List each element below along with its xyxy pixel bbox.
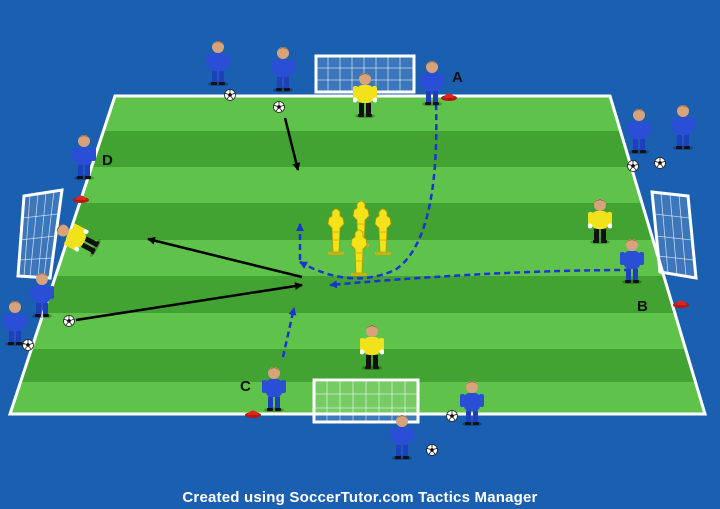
goal-icon: [312, 378, 420, 424]
goal-icon: [650, 190, 698, 280]
cone-icon: [673, 300, 689, 308]
player-icon: [420, 61, 444, 106]
pass-arrow: [283, 117, 301, 171]
player-icon: [3, 301, 27, 346]
ball-icon: [273, 101, 285, 113]
player-icon: [627, 109, 651, 154]
label-a: A: [452, 69, 463, 86]
run-arrows: [281, 103, 631, 358]
run-arrow: [329, 268, 631, 289]
ball-icon: [654, 157, 666, 169]
footer-credit: Created using SoccerTutor.com Tactics Ma…: [182, 489, 538, 506]
player-icon: [30, 273, 54, 318]
pass-arrow: [75, 282, 303, 322]
pass-arrow: [147, 236, 303, 279]
ball-icon: [426, 444, 438, 456]
player-icon: [271, 47, 295, 92]
run-arrow: [299, 103, 438, 280]
label-d: D: [102, 152, 113, 169]
label-b: B: [637, 298, 648, 315]
ball-icon: [224, 89, 236, 101]
ball-icon: [63, 315, 75, 327]
player-icon: [72, 135, 96, 180]
player-icon: [671, 105, 695, 150]
pass-arrows: [75, 117, 303, 322]
goal-icon: [16, 188, 64, 280]
run-arrow: [281, 307, 297, 358]
player-icon: [206, 41, 230, 86]
ball-icon: [446, 410, 458, 422]
label-c: C: [240, 378, 251, 395]
ball-icon: [627, 160, 639, 172]
